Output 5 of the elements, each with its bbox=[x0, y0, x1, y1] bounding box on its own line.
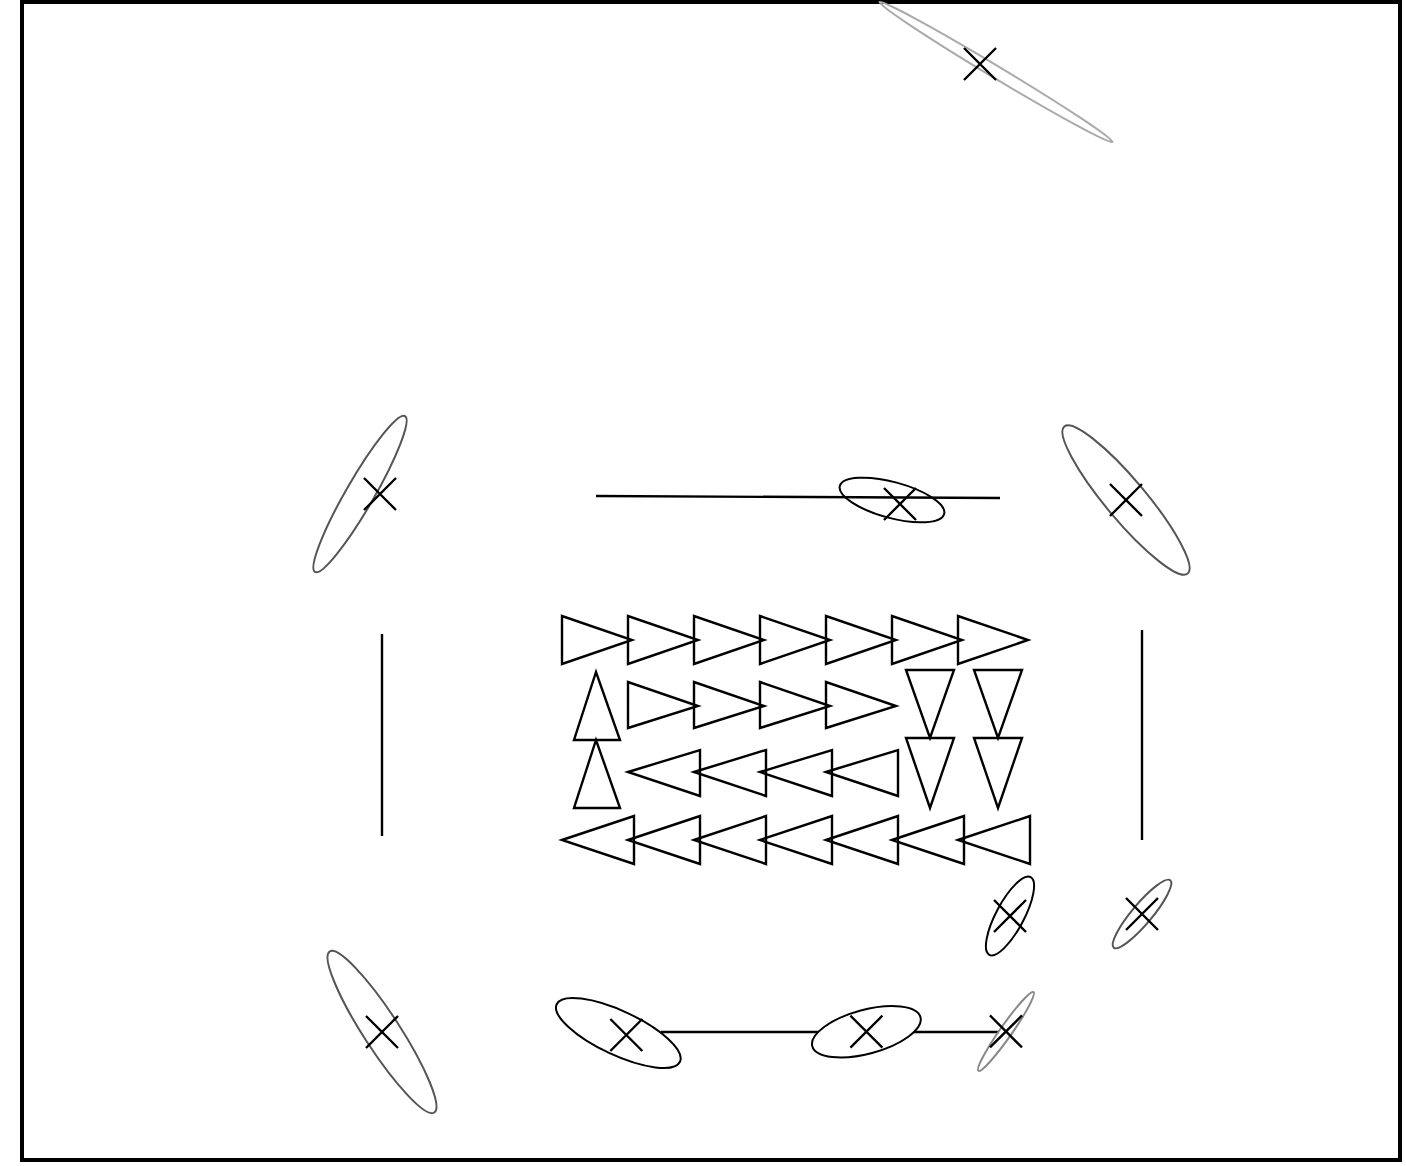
connector-line bbox=[660, 1030, 819, 1034]
connector-line bbox=[913, 1030, 999, 1034]
ellipse-marker bbox=[553, 995, 683, 1069]
ellipse-marker bbox=[976, 990, 1036, 1074]
ellipse-marker bbox=[809, 1004, 923, 1060]
